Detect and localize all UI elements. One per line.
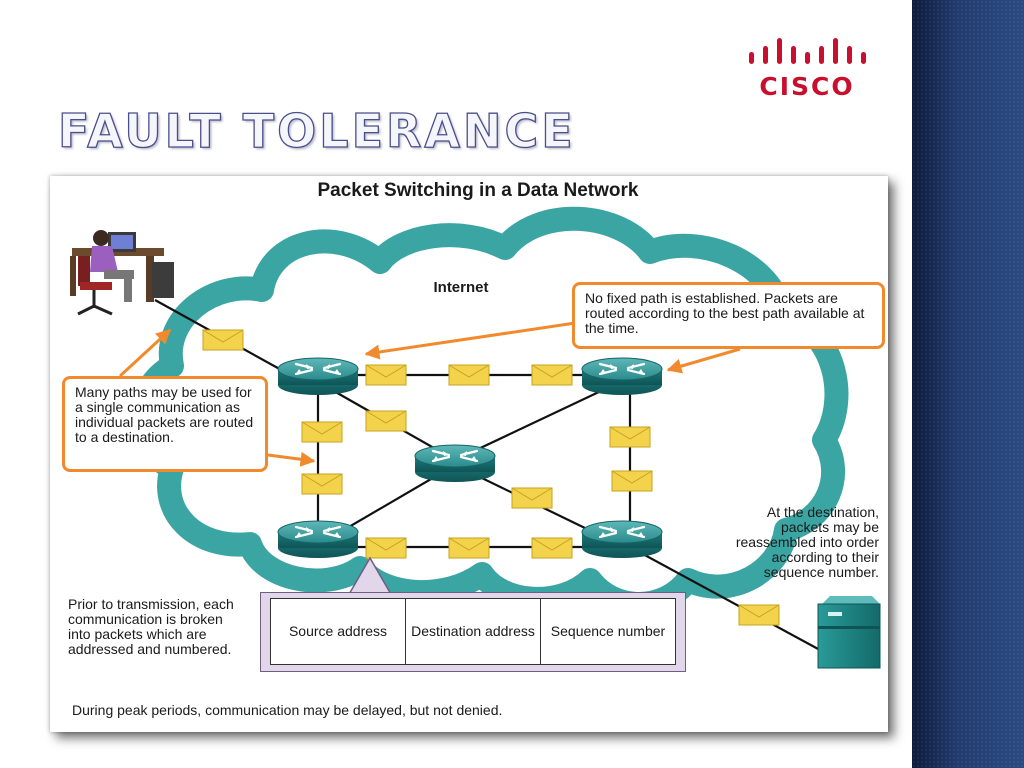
packet-envelope-icon <box>609 426 651 448</box>
router-center <box>413 443 497 484</box>
figure-title: Packet Switching in a Data Network <box>318 180 639 201</box>
packet-header-fields: Source address Destination address Seque… <box>270 598 676 665</box>
slide-title: FAULT TOLERANCE <box>57 103 576 158</box>
packet-envelope-icon <box>531 364 573 386</box>
side-decor-band <box>912 0 1024 768</box>
packet-envelope-icon <box>531 537 573 559</box>
arrow-to-router-tr <box>666 347 741 374</box>
internet-cloud <box>129 206 849 616</box>
packet-envelope-icon <box>448 537 490 559</box>
prior-transmission-note: Prior to transmission, each communicatio… <box>68 596 234 657</box>
callout-arrows <box>118 320 741 467</box>
router-bottom-left <box>276 519 360 560</box>
packet-header-box: Source address Destination address Seque… <box>260 592 686 672</box>
arrow-to-left-path <box>267 451 316 467</box>
header-field-source: Source address <box>271 599 406 664</box>
packet-envelope-icon <box>738 604 780 626</box>
router-bottom-right <box>580 519 664 560</box>
destination-note: At the destination, packets may be reass… <box>735 504 879 580</box>
router-top-right <box>580 356 664 397</box>
server-icon <box>817 596 881 669</box>
cisco-bars-icon <box>749 38 866 64</box>
cisco-wordmark: CISCO <box>759 72 855 101</box>
packet-envelope-icon <box>365 537 407 559</box>
packet-envelope-icon <box>511 487 553 509</box>
header-field-destination: Destination address <box>406 599 541 664</box>
arrow-to-first-link <box>118 328 172 378</box>
internet-label: Internet <box>433 279 488 296</box>
packet-envelope-icon <box>365 364 407 386</box>
packet-envelope-icon <box>202 329 244 351</box>
header-field-sequence: Sequence number <box>550 623 666 639</box>
callout-many-paths: Many paths may be used for a single comm… <box>62 376 268 472</box>
packet-envelope-icon <box>611 470 653 492</box>
router-top-left <box>276 356 360 397</box>
footer-note: During peak periods, communication may b… <box>72 702 503 718</box>
packet-envelope-icon <box>301 421 343 443</box>
arrow-to-router-tl <box>364 320 583 360</box>
cisco-logo: CISCO <box>744 38 870 104</box>
packet-envelope-icon <box>365 410 407 432</box>
packet-envelope-icon <box>301 473 343 495</box>
link-diag-tr <box>454 381 621 461</box>
workstation-icon <box>70 230 174 316</box>
packet-envelope-icon <box>448 364 490 386</box>
callout-no-fixed-path: No fixed path is established. Packets ar… <box>572 282 885 349</box>
link-router-server <box>629 546 821 651</box>
